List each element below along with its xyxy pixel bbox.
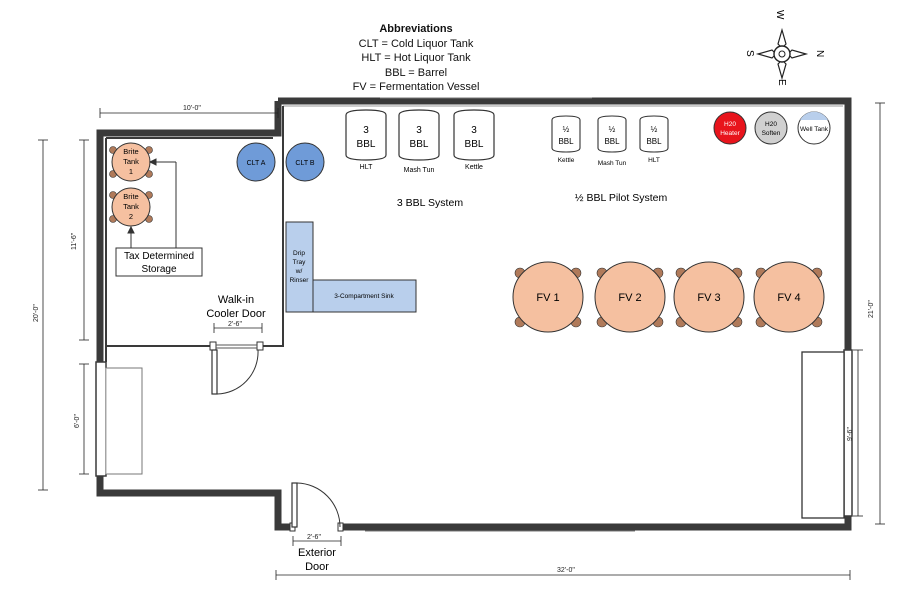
sink-label: 3-Compartment Sink <box>334 293 394 300</box>
softener-line2: Soften <box>762 130 781 137</box>
compass-w: W <box>774 10 785 20</box>
tax-line2: Storage <box>141 264 176 275</box>
half-mash-bot: BBL <box>604 137 620 146</box>
heater-line1: H20 <box>724 121 736 128</box>
fv-3[interactable]: FV 3 <box>673 261 745 333</box>
clt-a-label: CLT A <box>247 160 266 167</box>
exterior-door-label: Exterior Door <box>298 547 336 573</box>
walkin-label: Walk-in Cooler Door <box>206 294 266 320</box>
walkin-cooler-door[interactable] <box>209 341 264 395</box>
right-garage-door[interactable] <box>801 349 853 519</box>
drip-line1: Drip <box>293 250 305 257</box>
abbr-clt: CLT = Cold Liquor Tank <box>358 37 474 50</box>
half-hlt-label: HLT <box>648 157 660 164</box>
brite-2-line1: Brite <box>123 192 138 201</box>
heater-line2: Heater <box>720 130 740 137</box>
brite-2-line2: Tank <box>123 202 139 211</box>
tax-storage-arrows <box>127 158 177 248</box>
exterior-door[interactable] <box>289 482 344 532</box>
abbr-hlt: HLT = Hot Liquor Tank <box>361 52 471 64</box>
dim-bottom-total: 32'-0" <box>557 567 575 574</box>
fv-1-label: FV 1 <box>536 292 559 304</box>
well-label: Well Tank <box>800 126 829 133</box>
walkin-line2: Cooler Door <box>206 308 266 320</box>
compass-rose: W N S E <box>744 10 825 86</box>
bbl3-kettle-bot: BBL <box>465 139 484 150</box>
dimension-labels: 10'-0" 11'-6" 20'-0" 6'-0" 2'-6" 2'-6" 3… <box>33 105 875 574</box>
dim-left-door: 6'-0" <box>74 414 81 428</box>
half-mash-label: Mash Tun <box>598 160 627 167</box>
clt-b-tank[interactable]: CLT B <box>285 142 325 182</box>
walkin-line1: Walk-in <box>218 294 254 306</box>
bbl3-hlt-top: 3 <box>363 125 369 136</box>
bbl3-hlt-bot: BBL <box>357 139 376 150</box>
abbreviations-title: Abbreviations <box>379 23 453 35</box>
fv-4-label: FV 4 <box>777 292 800 304</box>
dim-right-total: 21'-0" <box>868 300 875 318</box>
bbl3-kettle-top: 3 <box>471 125 477 136</box>
fv-1[interactable]: FV 1 <box>512 261 584 333</box>
bbl3-mash-top: 3 <box>416 125 422 136</box>
fv-2[interactable]: FV 2 <box>594 261 666 333</box>
half-mash-top: ½ <box>609 125 616 134</box>
abbr-fv: FV = Fermentation Vessel <box>352 81 480 93</box>
brite-1-line2: Tank <box>123 157 139 166</box>
drip-line4: Rinser <box>290 277 310 284</box>
brite-2-line3: 2 <box>129 212 133 221</box>
water-heater[interactable]: H20 Heater <box>713 111 747 145</box>
brite-1-line3: 1 <box>129 167 133 176</box>
brite-tank-2[interactable]: Brite Tank 2 <box>109 187 153 227</box>
abbreviations-legend: Abbreviations CLT = Cold Liquor Tank HLT… <box>300 22 532 95</box>
bbl3-hlt-label: HLT <box>360 164 373 171</box>
bbl3-mash-tun-vessel[interactable]: 3 BBL Mash Tun <box>398 109 440 174</box>
compass-e: E <box>776 79 787 86</box>
bbl3-kettle-label: Kettle <box>465 164 483 171</box>
dim-right-door: 9'-6" <box>847 427 854 441</box>
dim-exterior-door: 2'-6" <box>307 534 321 541</box>
fv-2-label: FV 2 <box>618 292 641 304</box>
dim-left-total: 20'-0" <box>33 304 40 322</box>
three-compartment-sink[interactable]: 3-Compartment Sink <box>312 279 417 313</box>
half-mash-tun-vessel[interactable]: ½ BBL Mash Tun <box>597 115 627 167</box>
dim-cooler-height: 11'-6" <box>71 232 78 250</box>
tax-determined-storage-box: Tax Determined Storage <box>115 247 203 277</box>
water-softener[interactable]: H20 Soften <box>754 111 788 145</box>
half-kettle-label: Kettle <box>558 157 575 164</box>
drip-line3: w/ <box>295 268 303 275</box>
left-side-door[interactable] <box>95 361 143 477</box>
dim-cooler-door: 2'-6" <box>228 321 242 328</box>
bbl3-mash-label: Mash Tun <box>404 167 435 174</box>
well-tank[interactable]: Well Tank <box>797 111 831 145</box>
tax-line1: Tax Determined <box>124 251 194 262</box>
building-walls <box>96 97 852 531</box>
half-hlt-vessel[interactable]: ½ BBL HLT <box>639 115 669 164</box>
exterior-line1: Exterior <box>298 547 336 559</box>
bbl3-hlt-vessel[interactable]: 3 BBL HLT <box>345 109 387 171</box>
system-pilot-label: ½ BBL Pilot System <box>575 192 668 204</box>
abbr-bbl: BBL = Barrel <box>384 66 448 79</box>
drip-tray-rinser[interactable]: Drip Tray w/ Rinser <box>285 221 314 313</box>
half-hlt-top: ½ <box>651 125 658 134</box>
clt-b-label: CLT B <box>295 160 315 167</box>
bbl3-kettle-vessel[interactable]: 3 BBL Kettle <box>453 109 495 171</box>
softener-line1: H20 <box>765 121 777 128</box>
half-hlt-bot: BBL <box>646 137 662 146</box>
brite-1-line1: Brite <box>123 147 138 156</box>
half-kettle-top: ½ <box>563 125 570 134</box>
compass-s: S <box>744 50 755 57</box>
exterior-line2: Door <box>305 561 329 573</box>
bbl3-mash-bot: BBL <box>410 139 429 150</box>
fv-4[interactable]: FV 4 <box>753 261 825 333</box>
half-kettle-vessel[interactable]: ½ BBL Kettle <box>551 115 581 164</box>
brite-tank-1[interactable]: Brite Tank 1 <box>109 142 153 182</box>
clt-a-tank[interactable]: CLT A <box>236 142 276 182</box>
compass-n: N <box>814 50 825 57</box>
system-3bbl-label: 3 BBL System <box>397 197 463 209</box>
fv-3-label: FV 3 <box>697 292 720 304</box>
dim-cooler-width: 10'-0" <box>183 105 201 112</box>
half-kettle-bot: BBL <box>558 137 574 146</box>
drip-line2: Tray <box>293 259 307 266</box>
dimension-lines <box>38 102 885 580</box>
